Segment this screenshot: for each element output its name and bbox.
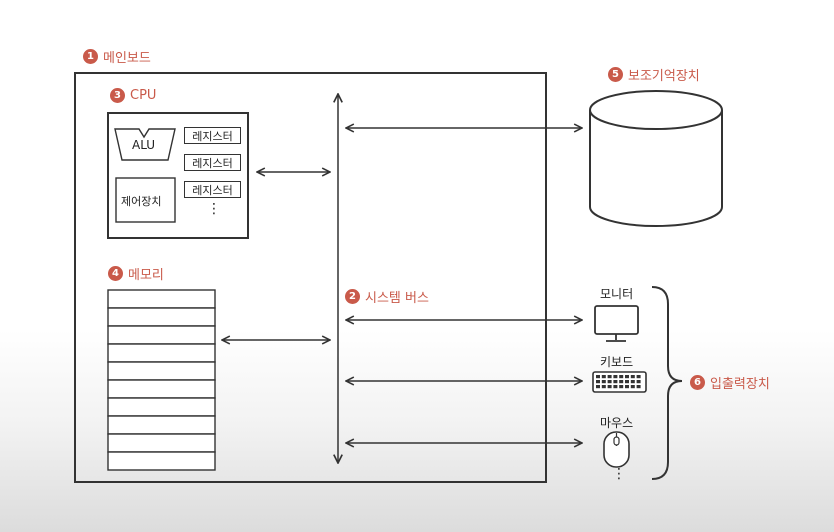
memory-cell bbox=[107, 325, 216, 345]
mouse-label: 마우스 bbox=[600, 416, 634, 430]
keyboard-key bbox=[607, 385, 612, 389]
cpu-box bbox=[107, 112, 249, 239]
keyboard-key bbox=[613, 385, 618, 389]
registers-more: ⋮ bbox=[207, 201, 221, 217]
badge: 3 bbox=[110, 88, 125, 103]
keyboard-key bbox=[607, 380, 612, 384]
keyboard-key bbox=[619, 380, 624, 384]
keyboard-key bbox=[625, 380, 629, 384]
badge: 1 bbox=[83, 49, 98, 64]
keyboard-key bbox=[596, 380, 600, 384]
keyboard-key bbox=[636, 380, 641, 384]
keyboard-key bbox=[619, 385, 624, 389]
io-label: 6 입출력장치 bbox=[690, 373, 770, 392]
memory-cell bbox=[107, 379, 216, 399]
system-bus-label: 2 시스템 버스 bbox=[345, 287, 429, 306]
control-unit-box bbox=[115, 177, 176, 223]
keyboard-key bbox=[596, 385, 600, 389]
label-text: 보조기억장치 bbox=[628, 69, 700, 84]
keyboard-key bbox=[630, 385, 635, 389]
badge: 2 bbox=[345, 289, 360, 304]
badge: 6 bbox=[690, 375, 705, 390]
keyboard-key bbox=[601, 380, 606, 384]
memory-cell bbox=[107, 415, 216, 435]
memory-stack bbox=[107, 289, 216, 471]
keyboard-key bbox=[630, 375, 635, 379]
memory-label: 4 메모리 bbox=[108, 264, 164, 283]
monitor-icon bbox=[594, 305, 639, 342]
mouse-icon bbox=[603, 431, 630, 468]
label-text: 시스템 버스 bbox=[365, 291, 429, 306]
memory-cell bbox=[107, 397, 216, 417]
alu-shape bbox=[114, 128, 176, 161]
keyboard-key bbox=[601, 385, 606, 389]
memory-cell bbox=[107, 451, 216, 471]
keyboard-key bbox=[625, 385, 629, 389]
keyboard-key bbox=[625, 375, 629, 379]
memory-cell bbox=[107, 307, 216, 327]
badge: 4 bbox=[108, 266, 123, 281]
keyboard-key bbox=[613, 380, 618, 384]
io-brace bbox=[651, 286, 683, 480]
keyboard-key bbox=[607, 375, 612, 379]
badge: 5 bbox=[608, 67, 623, 82]
keyboard-key bbox=[630, 380, 635, 384]
alu-label: ALU bbox=[132, 138, 156, 152]
keyboard-key bbox=[636, 385, 641, 389]
control-unit-label: 제어장치 bbox=[121, 195, 162, 208]
keyboard-key bbox=[636, 375, 641, 379]
register-box: 레지스터 bbox=[184, 127, 241, 144]
cpu-label: 3 CPU bbox=[110, 88, 156, 103]
label-text: 입출력장치 bbox=[710, 377, 770, 392]
keyboard-key bbox=[619, 375, 624, 379]
keyboard-key bbox=[601, 375, 606, 379]
register-box: 레지스터 bbox=[184, 181, 241, 198]
label-text: CPU bbox=[130, 88, 157, 103]
storage-cylinder-icon bbox=[589, 90, 723, 227]
memory-cell bbox=[107, 289, 216, 309]
label-text: 메모리 bbox=[128, 268, 164, 283]
memory-cell bbox=[107, 343, 216, 363]
memory-cell bbox=[107, 433, 216, 453]
monitor-label: 모니터 bbox=[600, 287, 634, 301]
keyboard-icon bbox=[592, 371, 647, 393]
register-box: 레지스터 bbox=[184, 154, 241, 171]
devices-more: ⋮ bbox=[612, 466, 626, 482]
storage-label: 5 보조기억장치 bbox=[608, 65, 700, 84]
label-text: 메인보드 bbox=[103, 51, 151, 66]
keyboard-key bbox=[613, 375, 618, 379]
mainboard-label: 1 메인보드 bbox=[83, 47, 151, 66]
mainboard-box bbox=[74, 72, 547, 483]
keyboard-key bbox=[596, 375, 600, 379]
keyboard-label: 키보드 bbox=[600, 355, 634, 369]
memory-cell bbox=[107, 361, 216, 381]
